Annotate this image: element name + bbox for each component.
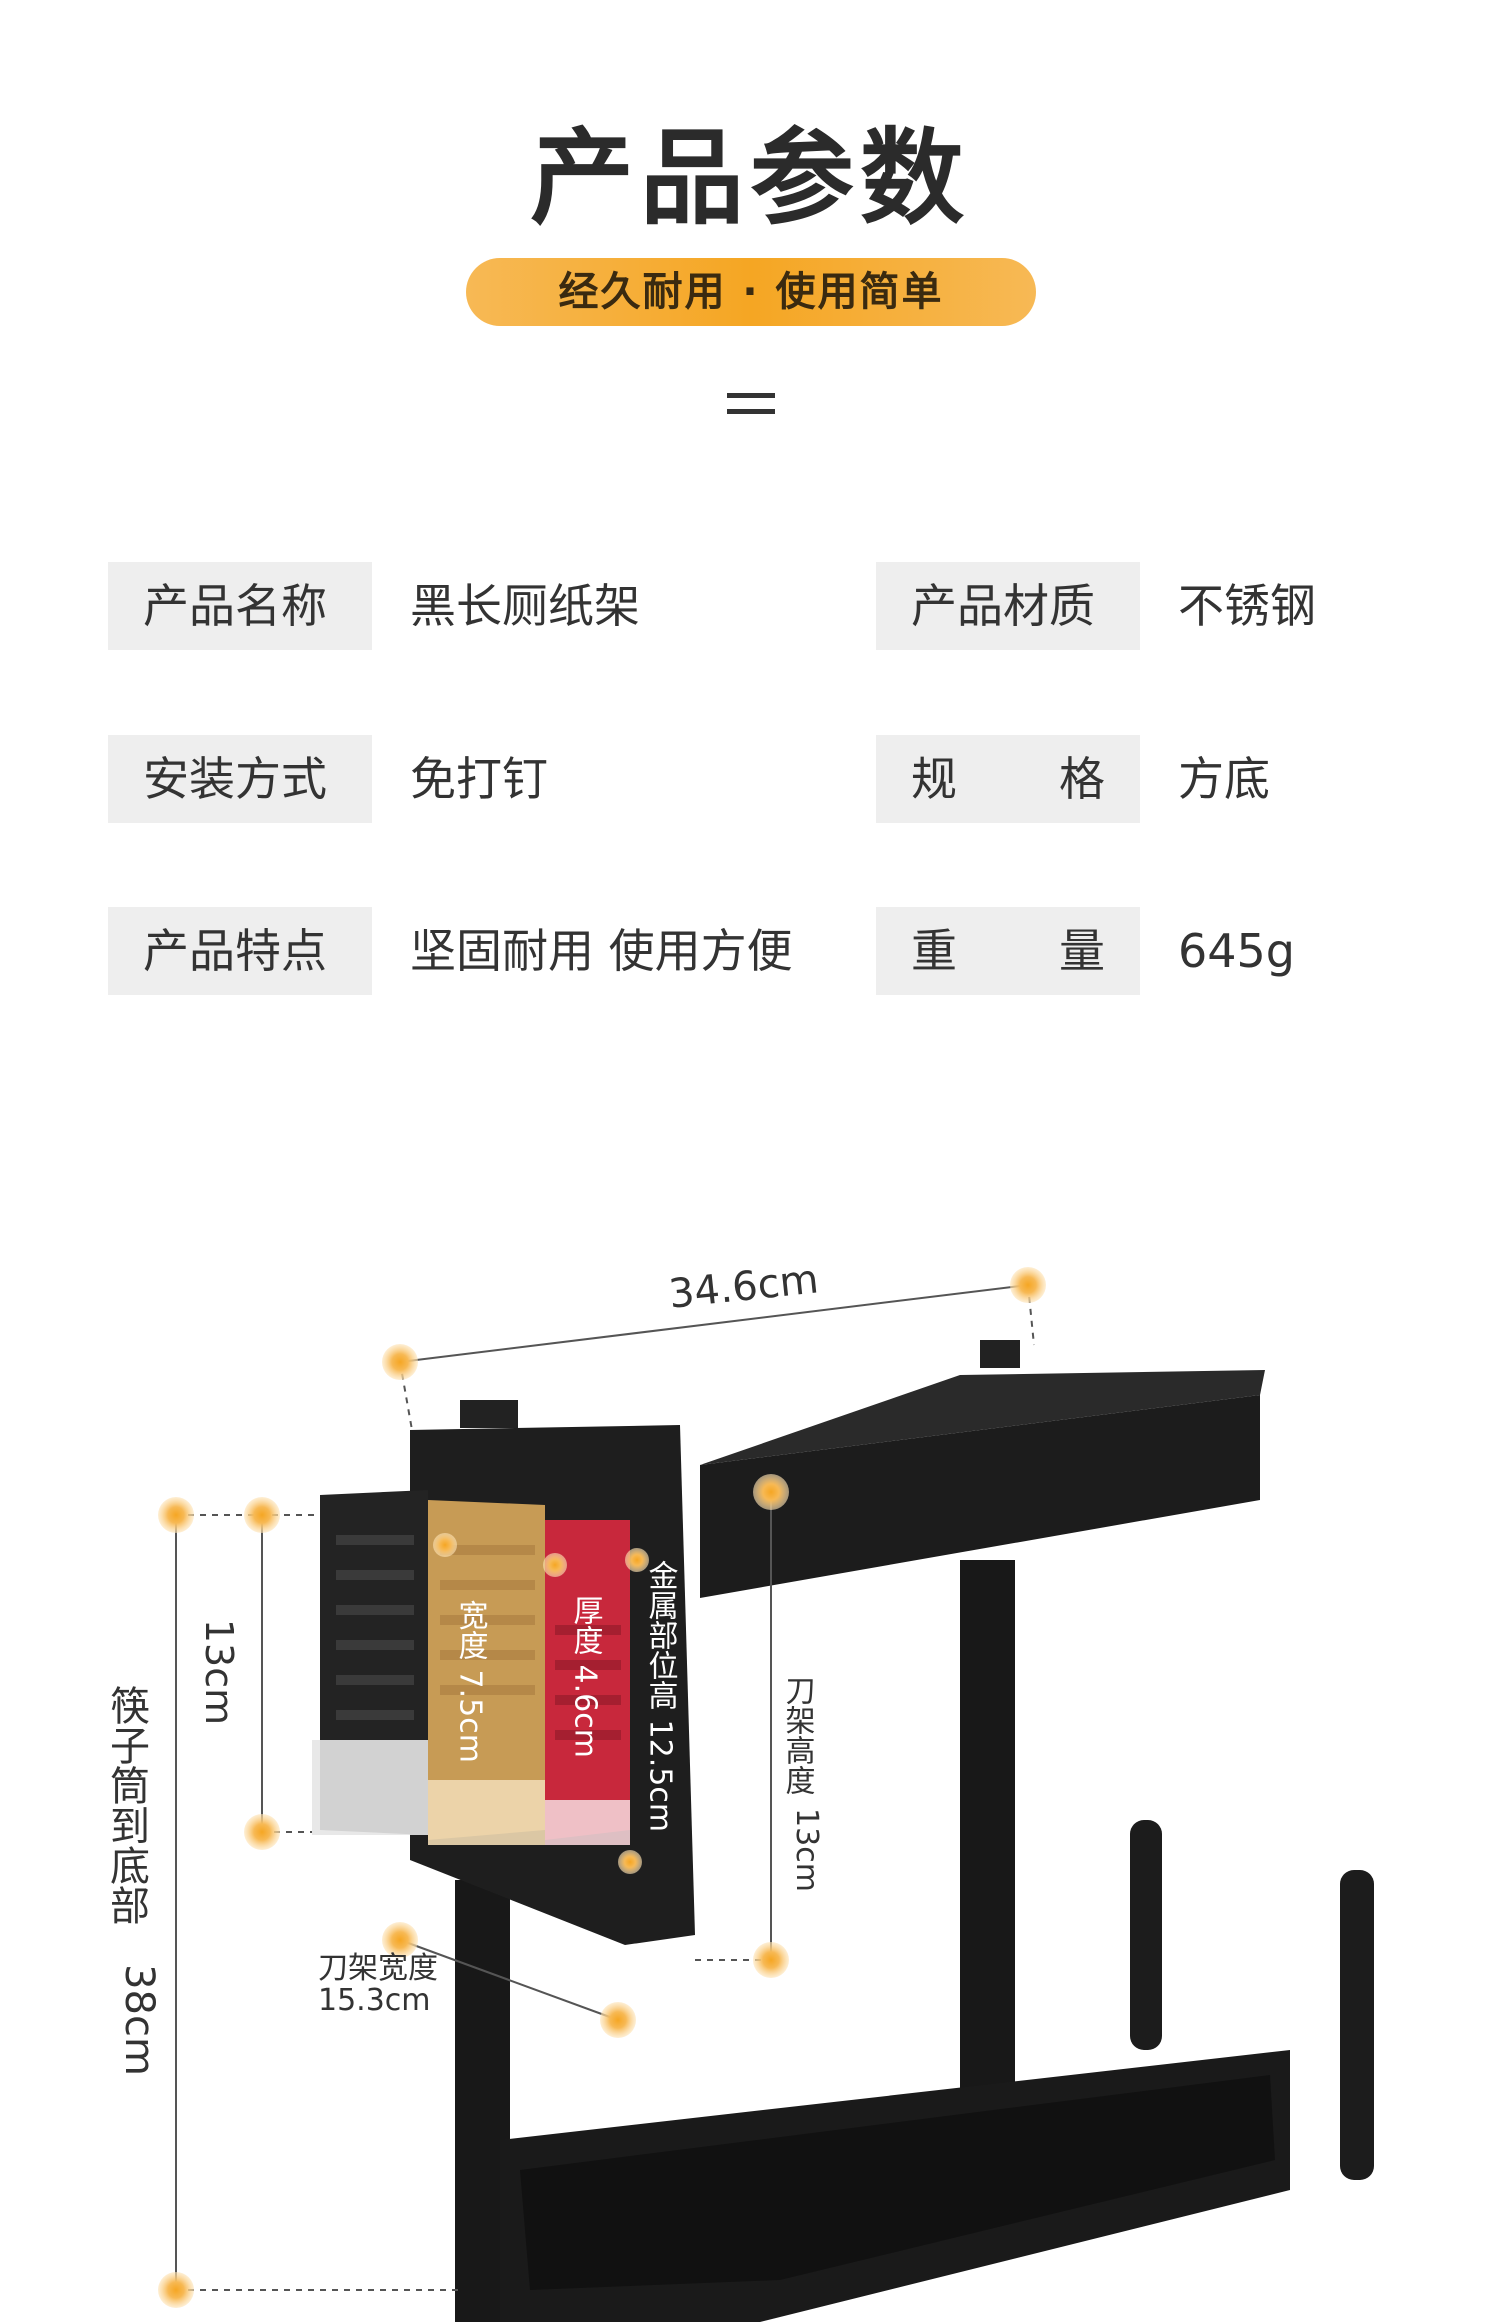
spec-label-features: 产品特点 — [108, 907, 372, 995]
marker-dot — [158, 2272, 194, 2308]
subtitle-badge: 经久耐用 · 使用简单 — [466, 258, 1036, 326]
spec-label-weight-char-1: 重 — [911, 924, 957, 978]
marker-dot — [244, 1497, 280, 1533]
rack-illustration — [312, 1340, 1374, 2322]
spec-value-install: 免打钉 — [410, 752, 548, 806]
dim-knife-rack-height-label: 刀架高度 — [780, 1675, 815, 1795]
marker-dots — [158, 1267, 1046, 2308]
dim-holder-height: 13cm — [197, 1619, 241, 1725]
dim-top-width: 34.6cm — [667, 1256, 821, 1317]
spec-label-product-name: 产品名称 — [108, 562, 372, 650]
spec-value-weight: 645g — [1178, 924, 1295, 978]
product-dimension-diagram: 34.6cm 13cm 筷子筒到底部 38cm 宽度 7.5cm 厚度 4.6c… — [103, 1256, 1374, 2322]
holder-slots — [336, 1535, 414, 1720]
marker-dot — [625, 1548, 649, 1572]
spec-label-install: 安装方式 — [108, 735, 372, 823]
marker-dot — [1010, 1267, 1046, 1303]
marker-dot — [244, 1814, 280, 1850]
dim-knife-rack-height-value: 13cm — [789, 1808, 824, 1892]
marker-dot — [158, 1497, 194, 1533]
spec-label-size: 规 格 — [876, 735, 1140, 823]
spec-label-weight-char-2: 量 — [1059, 924, 1105, 978]
spec-label-material: 产品材质 — [876, 562, 1140, 650]
dim-knife-rack-width-label: 刀架宽度 — [318, 1951, 438, 1986]
page-title: 产品参数 — [529, 117, 970, 239]
equals-divider-icon — [727, 393, 775, 417]
dimension-lines — [175, 1284, 1035, 2291]
spec-value-product-name: 黑长厕纸架 — [410, 579, 640, 633]
dim-chopstick-value: 38cm — [116, 1964, 162, 2076]
spec-value-material: 不锈钢 — [1178, 579, 1316, 633]
spec-label-weight: 重 量 — [876, 907, 1140, 995]
marker-dot — [382, 1344, 418, 1380]
marker-dot — [600, 2002, 636, 2038]
marker-dot — [618, 1850, 642, 1874]
dim-chopstick-label: 筷子筒到底部 — [103, 1685, 149, 1925]
marker-dot — [753, 1942, 789, 1978]
spec-label-size-char-2: 格 — [1059, 752, 1105, 806]
dim-thickness: 厚度 4.6cm — [568, 1595, 603, 1758]
spec-value-features: 坚固耐用 使用方便 — [410, 924, 793, 978]
marker-dot — [433, 1533, 457, 1557]
spec-label-size-char-1: 规 — [911, 752, 957, 806]
marker-dot — [382, 1922, 418, 1958]
dim-width-7-5: 宽度 7.5cm — [453, 1600, 488, 1763]
dim-metal-height: 金属部位高 12.5cm — [643, 1560, 679, 1832]
marker-dot — [543, 1553, 567, 1577]
dim-knife-rack-width-value: 15.3cm — [318, 1983, 431, 2018]
spec-value-size: 方底 — [1178, 752, 1270, 806]
marker-dot — [753, 1474, 789, 1510]
